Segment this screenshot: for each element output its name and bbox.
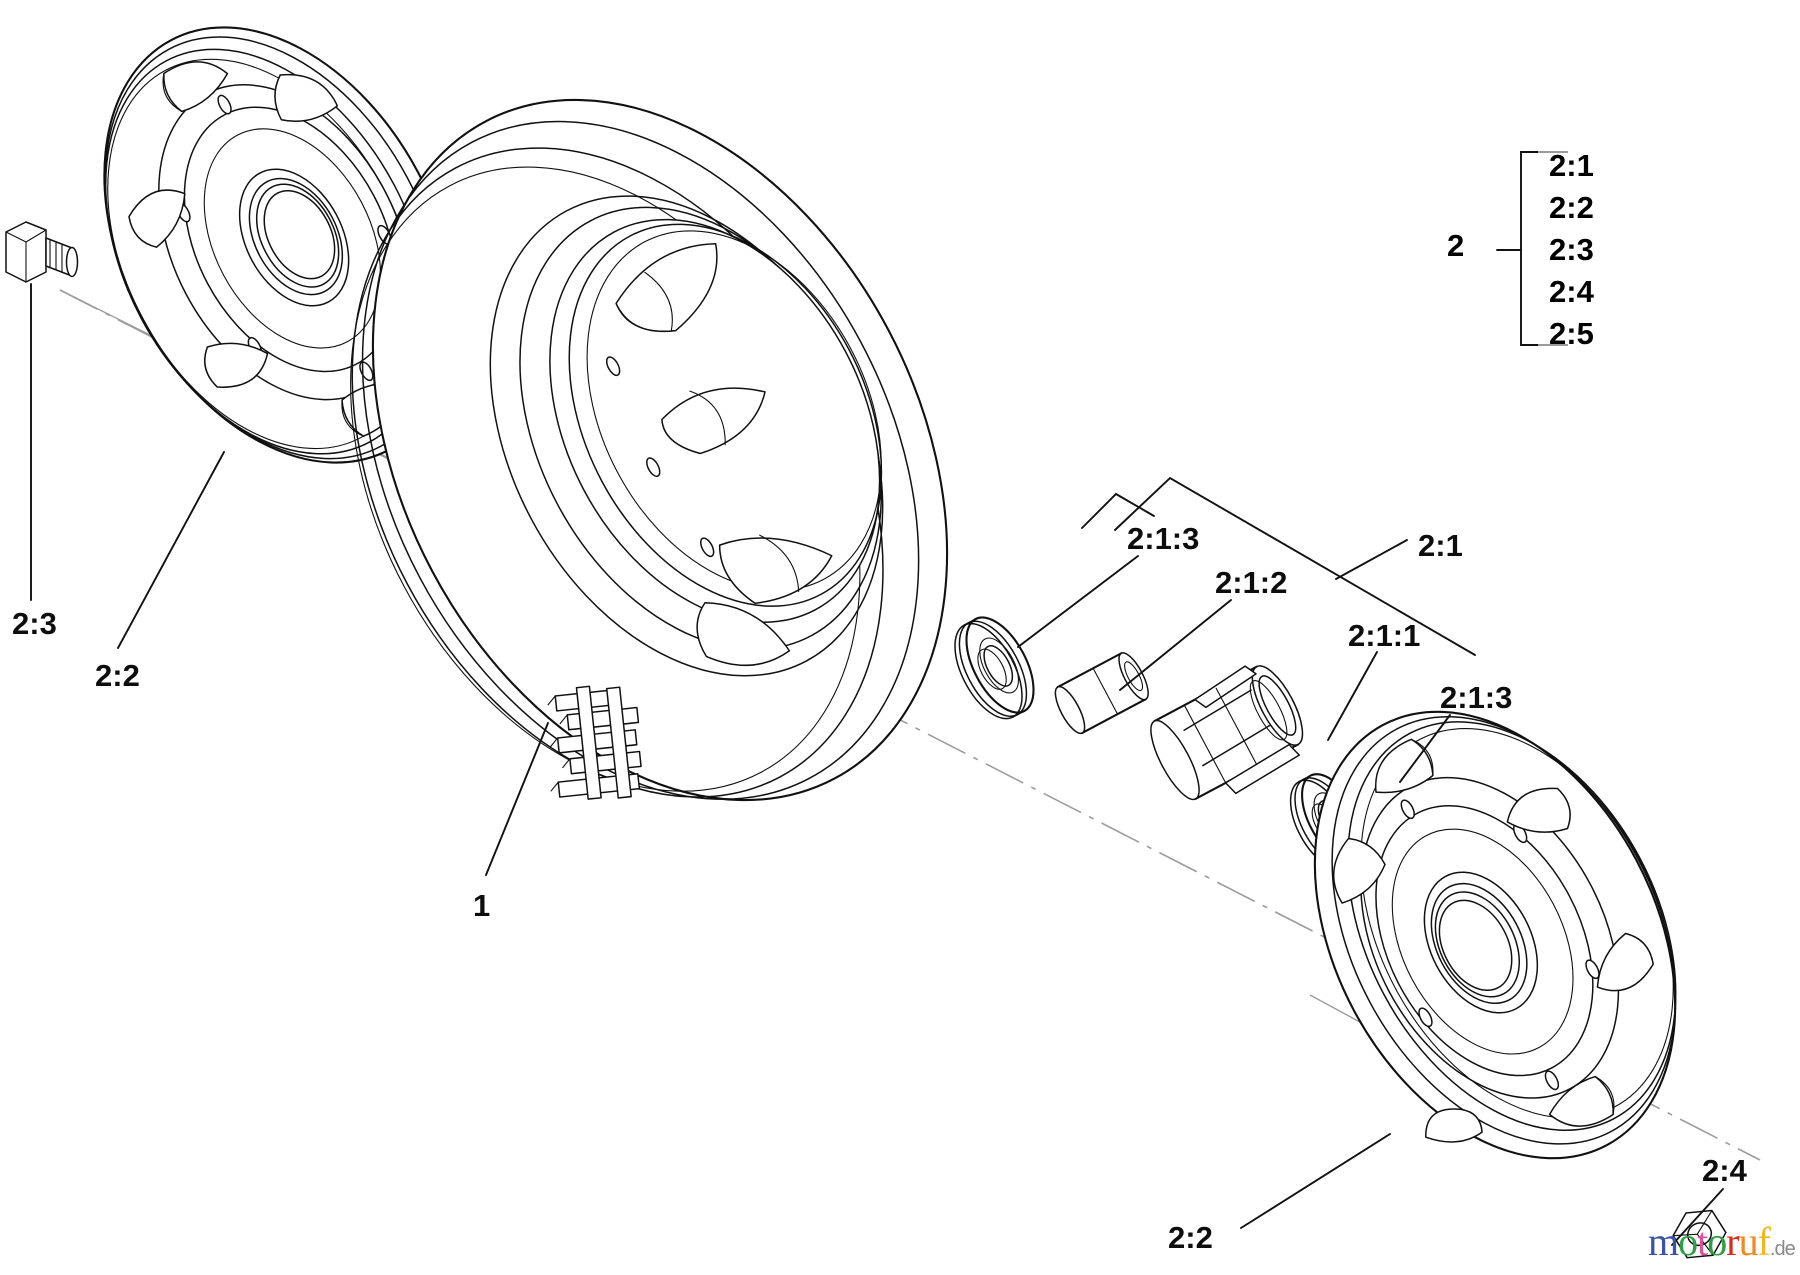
callout-1[interactable]: 1 xyxy=(473,888,491,923)
bracket-2-1-3-upper xyxy=(1081,492,1155,529)
leader-2-2-bottom xyxy=(1240,1133,1391,1229)
watermark-letter-u: u xyxy=(1738,1219,1759,1264)
callout-2-2-left[interactable]: 2:2 xyxy=(95,658,140,693)
leader-2-1-3-lower xyxy=(1399,714,1451,783)
watermark-letter-o2: o xyxy=(1707,1219,1727,1264)
watermark-letter-f: f xyxy=(1757,1219,1771,1264)
watermark-letter-r: r xyxy=(1726,1219,1739,1264)
callout-2-2-bottom[interactable]: 2:2 xyxy=(1168,1220,1213,1255)
cover-right-bolt-holes xyxy=(1400,799,1600,1091)
part-hex-bolt-2-3 xyxy=(5,221,79,283)
cover-right-vent-lugs xyxy=(1332,738,1654,1143)
legend-item-2-3[interactable]: 2:3 xyxy=(1549,232,1594,267)
rim-internal-ribs xyxy=(615,242,833,666)
legend-bracket xyxy=(1496,151,1568,346)
leader-2-1 xyxy=(1335,539,1408,580)
bracket-2-1 xyxy=(1114,476,1476,656)
callout-2-1-3-upper[interactable]: 2:1:3 xyxy=(1127,521,1200,556)
part-tire-rim-1 xyxy=(350,98,949,802)
legend-item-2-5[interactable]: 2:5 xyxy=(1549,316,1594,351)
part-bearing-upper-2-1-3 xyxy=(954,616,1035,720)
legend-item-2-1[interactable]: 2:1 xyxy=(1549,148,1594,183)
watermark-motoruf: motoruf.de xyxy=(1648,1219,1796,1264)
leader-2-1-3-upper xyxy=(1017,555,1139,648)
callout-2-1[interactable]: 2:1 xyxy=(1418,528,1463,563)
watermark-suffix: .de xyxy=(1769,1238,1796,1260)
callout-2-3-left[interactable]: 2:3 xyxy=(12,606,57,641)
watermark-letter-m: m xyxy=(1648,1219,1679,1264)
leader-2-4 xyxy=(1671,1188,1724,1246)
leader-2-2-left xyxy=(117,451,225,649)
part-hex-nut-2-4 xyxy=(1672,1209,1727,1259)
callout-2-1-1[interactable]: 2:1:1 xyxy=(1348,618,1421,653)
legend-item-2-2[interactable]: 2:2 xyxy=(1549,190,1594,225)
legend-item-2-4[interactable]: 2:4 xyxy=(1549,274,1594,309)
callout-2-4[interactable]: 2:4 xyxy=(1702,1153,1747,1188)
callout-2-1-2[interactable]: 2:1:2 xyxy=(1215,565,1288,600)
callout-2-1-3-lower[interactable]: 2:1:3 xyxy=(1440,680,1513,715)
tire-tread-lugs xyxy=(547,685,642,800)
watermark-letter-t: t xyxy=(1697,1219,1708,1264)
leader-2-1-2 xyxy=(1119,599,1232,691)
legend-group-label: 2 xyxy=(1447,228,1465,263)
part-wheel-cover-left-2-2 xyxy=(103,26,485,464)
part-split-bushing-2-1-1 xyxy=(1150,665,1304,801)
part-wheel-cover-right-2-2 xyxy=(1313,710,1677,1160)
watermark-letter-o1: o xyxy=(1678,1219,1698,1264)
leader-1 xyxy=(485,722,549,876)
legend-items: 2:1 2:2 2:3 2:4 2:5 xyxy=(1549,145,1594,355)
leader-2-1-1 xyxy=(1327,651,1378,741)
leader-lines xyxy=(30,283,1724,1246)
part-spacer-tube-2-1-2 xyxy=(1054,652,1149,735)
